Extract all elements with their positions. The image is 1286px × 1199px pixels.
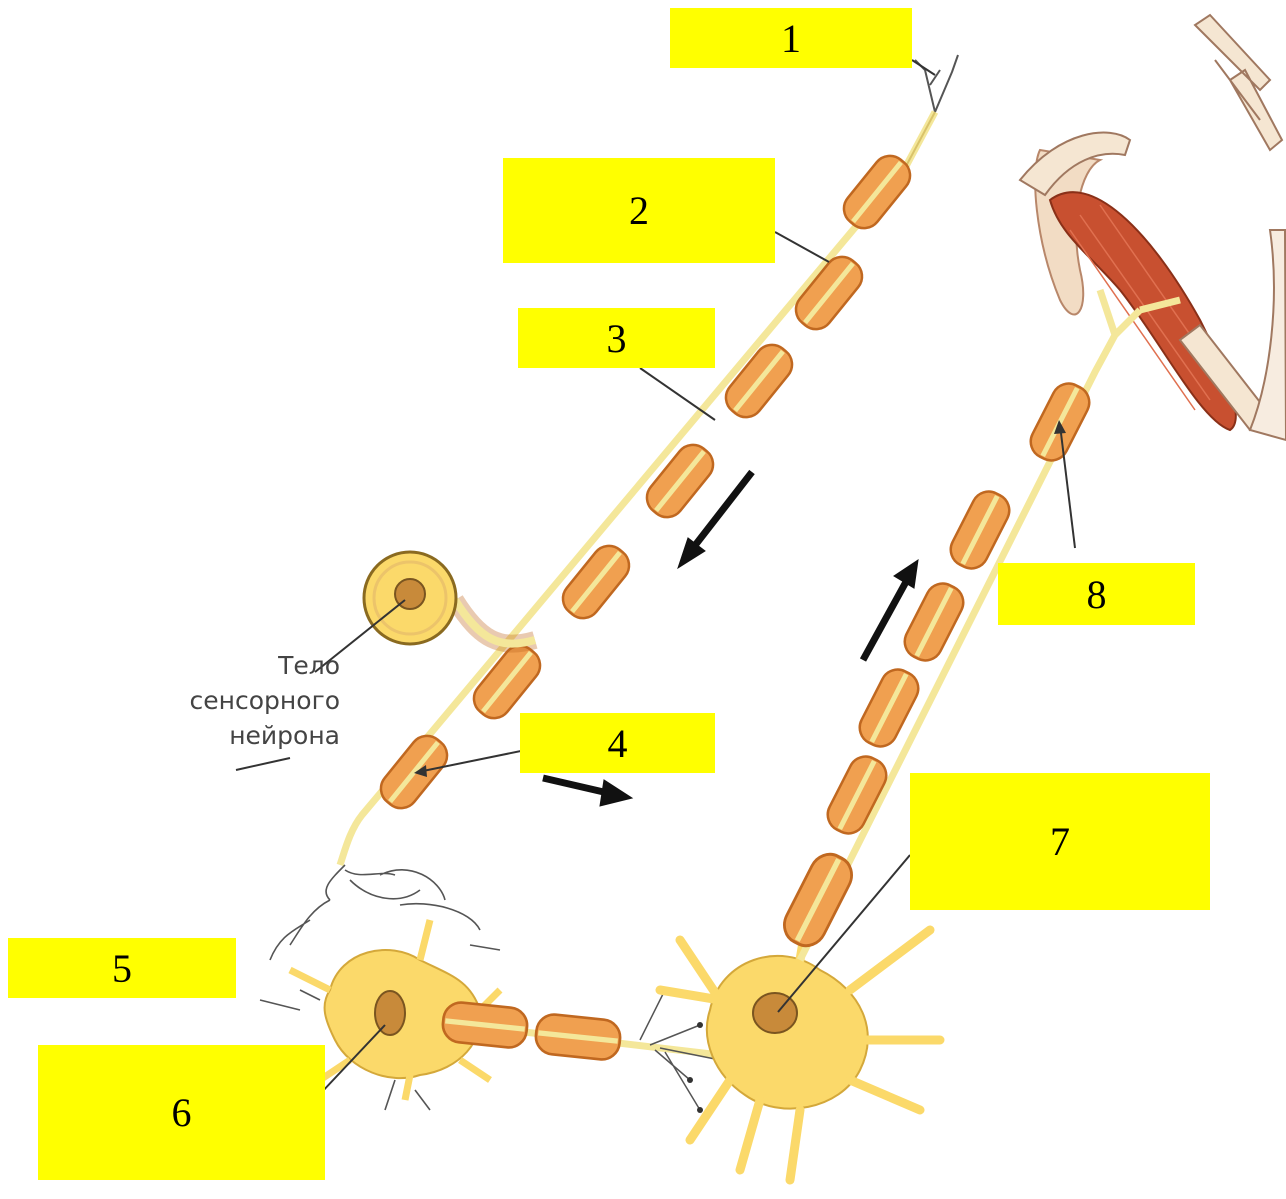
myelin-segment <box>534 1013 622 1061</box>
leader-line-1 <box>912 60 935 75</box>
arrow-right <box>543 778 632 806</box>
label-8: 8 <box>998 563 1195 625</box>
arm-illustration <box>1020 15 1286 440</box>
label-6: 6 <box>38 1045 325 1180</box>
sensory-neuron-caption: Тело сенсорного нейрона <box>100 648 340 753</box>
caption-line-3: нейрона <box>100 718 340 753</box>
motor-neuron <box>660 290 1180 1180</box>
myelin-segment <box>374 729 454 815</box>
label-7: 7 <box>910 773 1210 910</box>
label-5: 5 <box>8 938 236 998</box>
myelin-segment <box>778 848 859 953</box>
caption-line-1: Тело <box>100 648 340 683</box>
label-3: 3 <box>518 308 715 368</box>
interneuron <box>290 920 723 1113</box>
leader-line-2 <box>775 232 829 262</box>
myelin-segment <box>837 149 917 235</box>
myelin-segment <box>945 486 1015 575</box>
label-4: 4 <box>520 713 715 773</box>
myelin-segment <box>441 1001 529 1049</box>
leader-line-3 <box>640 368 715 420</box>
caption-line-2: сенсорного <box>100 683 340 718</box>
myelin-segment <box>556 539 636 625</box>
myelin-segment <box>640 438 720 524</box>
myelin-segment <box>719 338 799 424</box>
leader-line-5 <box>236 758 290 770</box>
label-1: 1 <box>670 8 912 68</box>
label-2: 2 <box>503 158 775 263</box>
myelin-segment <box>899 578 969 667</box>
